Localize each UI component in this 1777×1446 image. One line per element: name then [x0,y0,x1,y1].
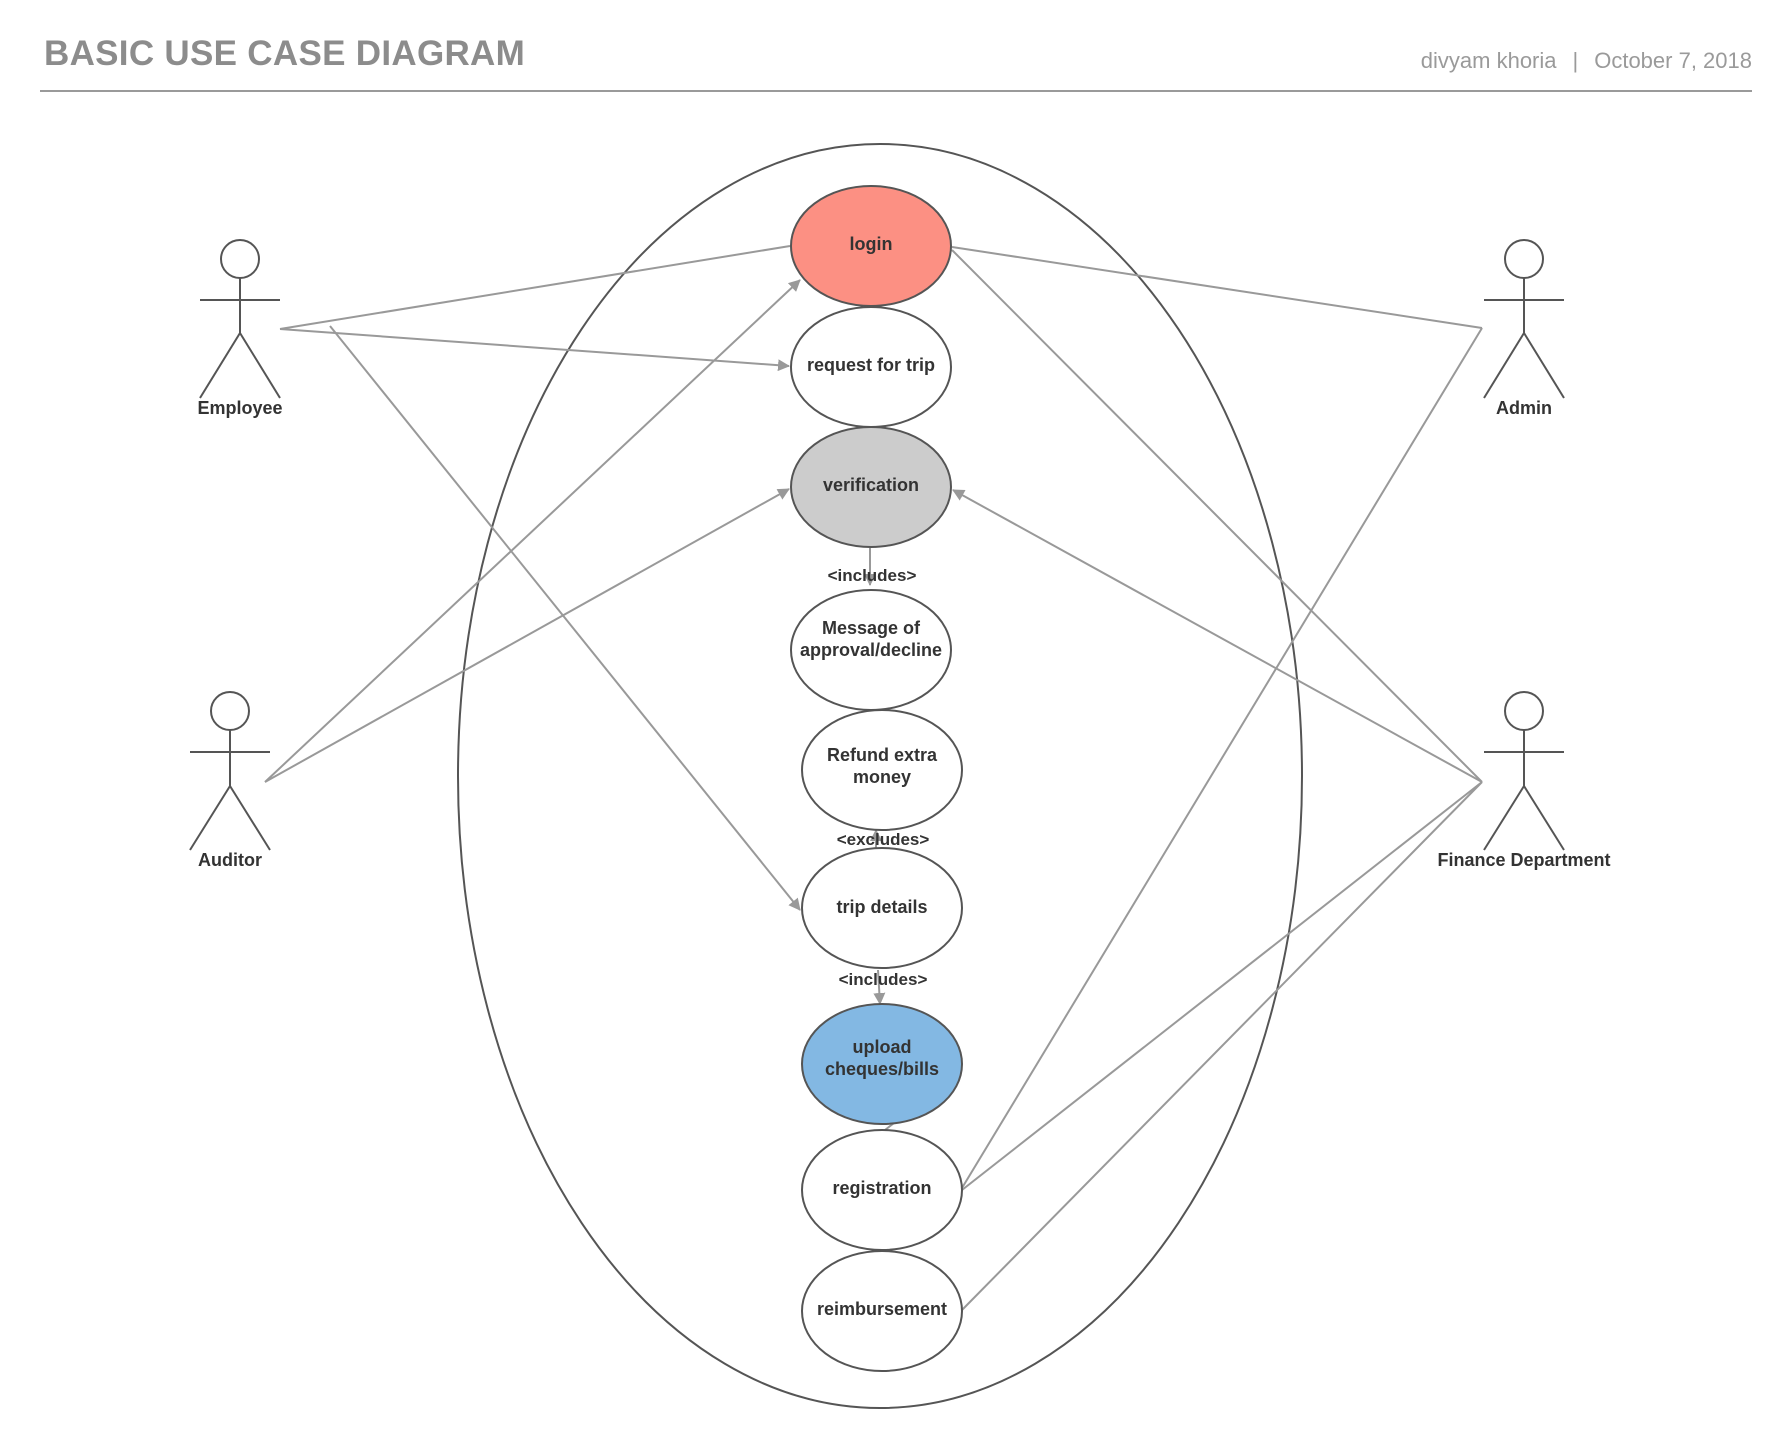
link-admin-login [951,246,1483,329]
link-employee-trip-details [329,325,801,911]
link-auditor-login [264,279,801,783]
use-case-refund-label-line2: money [853,767,911,787]
actor-admin-head [1504,239,1544,279]
use-case-request-for-trip-label: request for trip [807,355,935,375]
actor-employee-leg-right [239,332,281,399]
link-trip-details-upload [873,969,886,1005]
link-employee-login [279,245,791,330]
actor-auditor [189,691,271,851]
use-case-trip-details-label: trip details [836,897,927,917]
actor-employee-leg-left [199,332,241,399]
actor-finance [1483,691,1565,851]
diagram-date: October 7, 2018 [1594,48,1752,73]
connectors [264,245,1483,1311]
actor-auditor-leg-left [189,785,231,851]
actor-employee [199,239,281,399]
link-employee-request [279,328,790,372]
use-case-login-label: login [850,234,893,254]
use-case-refund-label-line1: Refund extra [827,745,938,765]
use-case-upload-label-line1: upload [853,1037,912,1057]
actor-employee-head [220,239,260,279]
link-finance-login [951,249,1483,783]
use-case-registration: registration [801,1129,963,1251]
actor-admin-label: Admin [1496,398,1552,418]
actor-auditor-leg-right [229,785,271,851]
use-case-message-label-line1: Message of [822,618,921,638]
use-case-reimbursement: reimbursement [801,1250,963,1372]
use-case-verification-shape [790,426,952,548]
actor-finance-leg-left [1483,785,1525,851]
relation-excludes-label: <excludes> [837,830,930,849]
use-case-registration-label: registration [832,1178,931,1198]
use-case-refund-shape [801,709,963,831]
actor-admin [1483,239,1565,399]
meta-separator: | [1572,48,1579,73]
link-auditor-verification [264,488,790,783]
actor-employee-label: Employee [197,398,282,418]
use-case-reimbursement-label: reimbursement [817,1299,947,1319]
actor-finance-head [1504,691,1544,731]
use-case-upload-label-line2: cheques/bills [825,1059,939,1079]
actor-auditor-head [210,691,250,731]
use-case-trip-details-shape [801,847,963,969]
actor-auditor-label: Auditor [198,850,262,870]
use-case-message: Message of approval/decline [790,589,952,711]
actor-admin-leg-right [1523,332,1565,399]
use-case-message-label-line2: approval/decline [800,640,942,660]
use-case-verification: verification [790,426,952,548]
use-case-request-for-trip: request for trip [790,306,952,428]
use-case-upload: upload cheques/bills [801,1003,963,1125]
relation-includes-label-2: <includes> [839,970,928,989]
use-case-upload-shape [801,1003,963,1125]
link-finance-reimbursement [961,781,1483,1311]
link-finance-verification [952,489,1483,783]
diagram-meta: divyam khoria | October 7, 2018 [1421,48,1752,74]
link-admin-registration [961,327,1483,1189]
diagram-title: BASIC USE CASE DIAGRAM [44,34,526,73]
actor-admin-leg-left [1483,332,1525,399]
system-boundary [457,143,1303,1409]
relation-includes-label-1: <includes> [828,566,917,585]
use-case-verification-label: verification [823,475,919,495]
link-finance-registration [961,781,1483,1191]
actor-finance-leg-right [1523,785,1565,851]
use-case-refund: Refund extra money [801,709,963,831]
use-case-reimbursement-shape [801,1250,963,1372]
actor-finance-label: Finance Department [1437,850,1610,870]
diagram-header: BASIC USE CASE DIAGRAM divyam khoria | Oct… [40,34,1752,92]
use-case-login: login [790,185,952,307]
author-name: divyam khoria [1420,48,1557,73]
use-case-trip-details: trip details [801,847,963,969]
